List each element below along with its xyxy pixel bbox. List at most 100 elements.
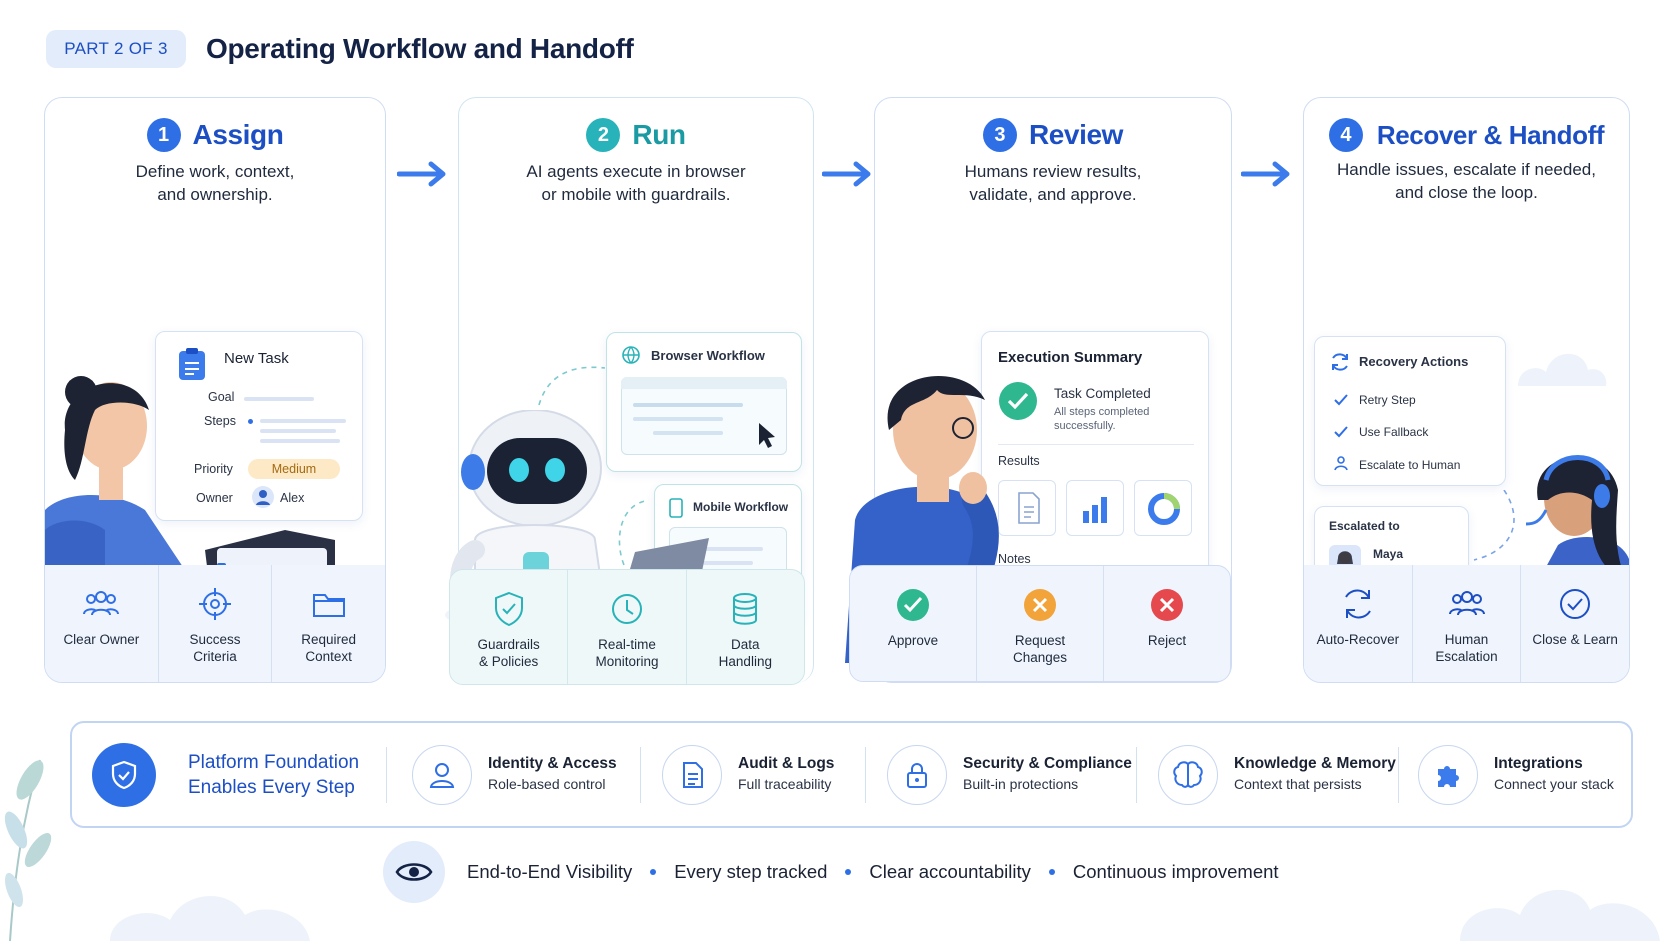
check-circle-icon [999, 382, 1037, 420]
arrow-right-icon [1241, 161, 1290, 187]
feature-required-context: Required Context [272, 565, 385, 682]
action-label: Reject [1147, 633, 1187, 648]
feature-auto-recover: Auto-Recover [1304, 565, 1413, 682]
donut-chart-icon [1148, 493, 1180, 525]
notes-label: Notes [998, 552, 1031, 566]
bullet [1048, 869, 1055, 875]
feature-guardrails: Guardrails & Policies [450, 570, 569, 684]
lock-icon [887, 744, 947, 805]
step-number: 1 [146, 118, 181, 152]
goal-label: Goal [208, 390, 235, 404]
bar-chart-icon [1083, 497, 1107, 523]
step-description: Humans review results, validate, and app… [964, 162, 1142, 204]
owner-name: Alex [280, 491, 305, 505]
owner-label: Owner [196, 491, 233, 505]
leaf-decoration [4, 759, 52, 941]
part-badge: PART 2 OF 3 [46, 30, 186, 68]
escalation-name: Maya [1373, 547, 1404, 561]
step-title: Assign [192, 119, 284, 150]
shield-check-icon [494, 591, 523, 627]
priority-label: Priority [194, 462, 233, 476]
new-task-panel: New Task Goal Steps Priority Medium Owne… [155, 331, 363, 521]
visibility-point: Clear accountability [869, 861, 1031, 882]
step-description: Define work, context, and ownership. [135, 162, 295, 204]
step-card-assign: 1 Assign Define work, context, and owner… [44, 97, 386, 683]
people-icon [1448, 591, 1485, 616]
panel-title: Browser Workflow [651, 348, 765, 363]
request-changes-action[interactable]: Request Changes [977, 566, 1104, 681]
feature-close-learn: Close & Learn [1521, 565, 1629, 682]
foundation-item-subtitle: Built-in protections [963, 776, 1079, 792]
step-title: Run [632, 119, 686, 150]
reject-action[interactable]: Reject [1104, 566, 1230, 681]
feature-human-escalation: Human Escalation [1413, 565, 1522, 682]
approve-action[interactable]: Approve [850, 566, 977, 681]
feature-clear-owner: Clear Owner [45, 565, 159, 682]
request-changes-icon [1024, 589, 1056, 621]
shield-icon [92, 742, 156, 807]
step-title: Review [1028, 119, 1124, 150]
feature-label: Guardrails & Policies [477, 637, 540, 669]
brain-icon [1158, 744, 1218, 805]
donut-chart-tile [1134, 480, 1192, 536]
step-number: 3 [982, 118, 1017, 152]
avatar-icon [252, 486, 274, 508]
panel-title: Recovery Actions [1359, 354, 1469, 369]
cloud-decoration [1518, 353, 1607, 386]
action-label: Request Changes [1012, 633, 1068, 665]
step-card-review: 3 Review Humans review results, validate… [845, 97, 1232, 683]
panel-title: Execution Summary [998, 349, 1143, 366]
target-icon [199, 588, 231, 620]
step-description: AI agents execute in browser or mobile w… [526, 162, 746, 204]
step-number: 2 [586, 118, 621, 152]
visibility-strip: End-to-End Visibility Every step tracked… [383, 841, 1279, 903]
priority-badge: Medium [248, 459, 340, 479]
check-icon [1334, 394, 1348, 406]
recovery-actions-panel: Recovery Actions Retry Step Use Fallback… [1314, 336, 1506, 486]
recover-features: Auto-Recover Human Escalation Close & Le… [1304, 565, 1629, 682]
identity-icon [412, 744, 472, 805]
document-icon [1018, 492, 1040, 524]
feature-monitoring: Real-time Monitoring [568, 570, 687, 684]
folder-icon [312, 594, 345, 617]
reject-icon [1151, 589, 1183, 621]
cloud-decoration [110, 896, 310, 941]
foundation-item-subtitle: Full traceability [738, 776, 832, 792]
review-actions: Approve Request Changes Reject [849, 565, 1231, 682]
document-icon [662, 744, 722, 805]
cursor-icon [759, 423, 775, 448]
foundation-item-title: Security & Compliance [963, 755, 1132, 772]
feature-success-criteria: Success Criteria [159, 565, 273, 682]
visibility-title: End-to-End Visibility [467, 861, 633, 882]
feature-data-handling: Data Handling [687, 570, 804, 684]
feature-label: Clear Owner [63, 632, 140, 647]
feature-label: Auto-Recover [1316, 632, 1400, 647]
escalation-label: Escalated to [1329, 519, 1400, 533]
person-icon [1334, 456, 1348, 471]
results-label: Results [998, 454, 1040, 468]
clock-icon [611, 594, 642, 624]
foundation-item-subtitle: Connect your stack [1494, 776, 1614, 792]
step-card-run: 2 Run AI agents execute in browser or mo… [445, 97, 814, 685]
foundation-item-subtitle: Role-based control [488, 776, 606, 792]
bullet [845, 869, 852, 875]
check-circle-icon [1560, 589, 1591, 619]
recovery-action: Use Fallback [1359, 425, 1429, 439]
foundation-item-title: Identity & Access [488, 755, 617, 772]
arrow-right-icon [822, 161, 871, 187]
approve-icon [897, 589, 929, 621]
panel-title: Mobile Workflow [693, 500, 789, 514]
feature-label: Close & Learn [1532, 632, 1618, 647]
foundation-item-title: Audit & Logs [738, 755, 835, 772]
check-icon [1334, 426, 1348, 438]
feature-label: Success Criteria [189, 632, 241, 664]
cloud-decoration [1460, 889, 1660, 941]
foundation-item-title: Integrations [1494, 755, 1583, 772]
recovery-action: Escalate to Human [1359, 458, 1461, 472]
step-title: Recover & Handoff [1376, 119, 1605, 150]
visibility-point: Continuous improvement [1072, 861, 1279, 882]
arrow-right-icon [397, 161, 446, 187]
status-title: Task Completed [1054, 386, 1151, 401]
foundation-item-title: Knowledge & Memory [1234, 755, 1396, 772]
browser-workflow-panel: Browser Workflow [606, 332, 802, 472]
